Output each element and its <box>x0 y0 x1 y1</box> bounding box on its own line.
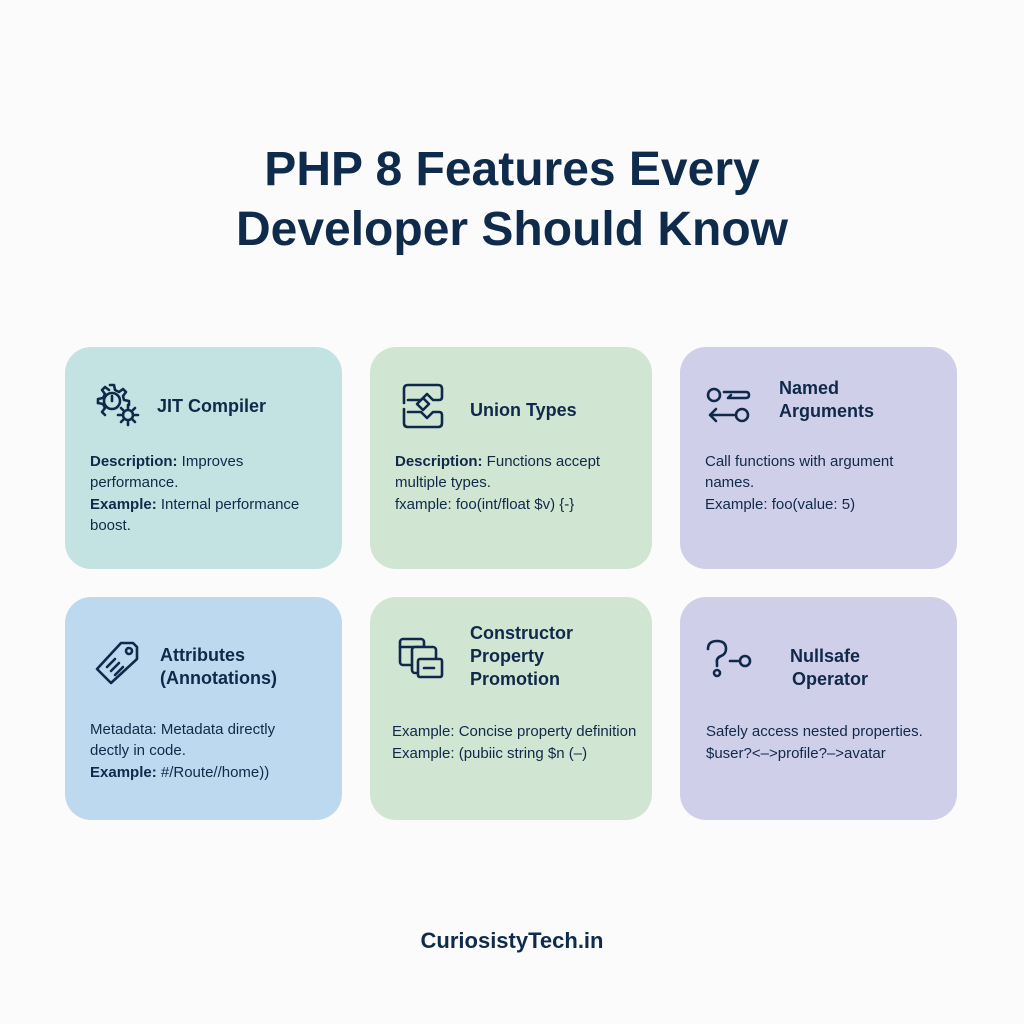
card-body: Example: Concise property definition Exa… <box>392 723 637 762</box>
card-title: JIT Compiler <box>157 396 267 416</box>
card-body: Call functions with argument names. Exam… <box>705 453 894 513</box>
question-link-icon <box>704 635 760 691</box>
tag-icon <box>91 635 147 691</box>
card-title: Union Types <box>470 400 577 420</box>
windows-icon <box>394 631 450 687</box>
card-body: Metadata: Metadata directly dectly in co… <box>90 721 276 781</box>
card-jit-compiler: JIT Compiler Description: Improves perfo… <box>65 347 342 569</box>
gear-clock-icon <box>90 377 146 433</box>
title-line-2: Developer Should Know <box>235 203 789 256</box>
page-title: PHP 8 Features Every Developer Should Kn… <box>0 140 1024 260</box>
card-union-types: Union Types Description: Functions accep… <box>370 347 652 569</box>
footer-brand: CuriosistyTech.in <box>420 928 604 953</box>
union-icon <box>396 379 452 435</box>
title-line-1: PHP 8 Features Every <box>264 143 760 196</box>
card-body: Description: Functions accept multiple t… <box>395 453 601 513</box>
card-title: Attributes(Annotations) <box>160 645 277 688</box>
card-body: Description: Improves performance. Examp… <box>90 453 300 534</box>
card-attributes: Attributes(Annotations) Metadata: Metada… <box>65 597 342 820</box>
arrows-circles-icon <box>704 377 760 433</box>
card-body: Safely access nested properties. $user?<… <box>706 723 923 762</box>
